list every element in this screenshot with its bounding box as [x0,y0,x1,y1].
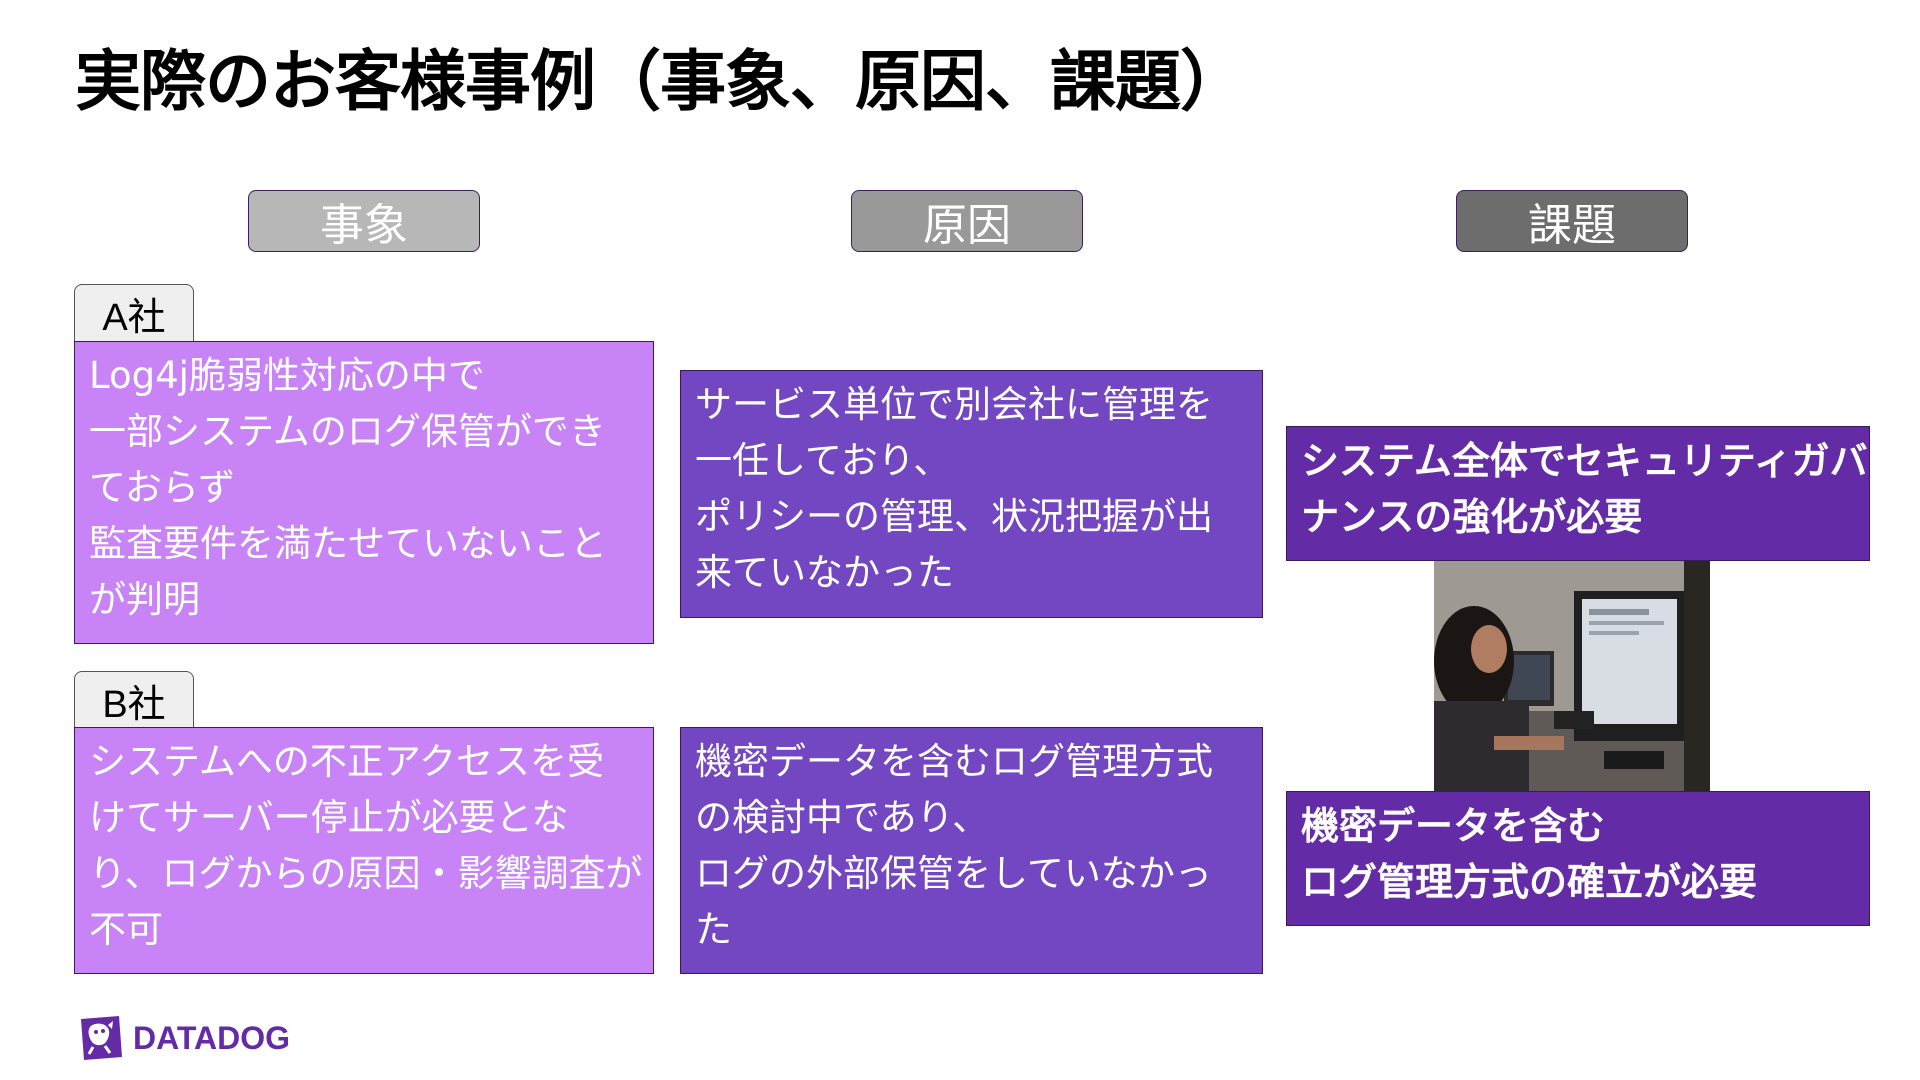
case-b-issue-line: ログ管理方式の確立が必要 [1301,854,1855,910]
case-a-event-line: 監査要件を満たせていないこと [89,516,639,572]
column-header-issue: 課題 [1456,190,1688,252]
case-a-issue-box: システム全体でセキュリティガバ ナンスの強化が必要 [1286,426,1870,561]
case-b-cause-line: た [695,902,1248,958]
datadog-logo-text: DATADOG [133,1020,290,1057]
column-header-event: 事象 [248,190,480,252]
case-a-cause-line: 来ていなかった [695,545,1248,601]
case-b-cause-line: 機密データを含むログ管理方式 [695,734,1248,790]
case-b-event-line: システムへの不正アクセスを受 [89,734,639,790]
office-worker-photo [1434,561,1710,791]
case-b-event-box: システムへの不正アクセスを受 けてサーバー停止が必要とな り、ログからの原因・影… [74,727,654,974]
slide-title: 実際のお客様事例（事象、原因、課題） [75,28,1245,124]
case-a-cause-box: サービス単位で別会社に管理を 一任しており、 ポリシーの管理、状況把握が出 来て… [680,370,1263,618]
case-b-cause-line: の検討中であり、 [695,790,1248,846]
case-a-issue-line: システム全体でセキュリティガバ [1301,433,1855,489]
case-b-cause-box: 機密データを含むログ管理方式 の検討中であり、 ログの外部保管をしていなかっ た [680,727,1263,974]
photo-illustration [1434,561,1710,791]
case-b-issue-box: 機密データを含む ログ管理方式の確立が必要 [1286,791,1870,926]
case-b-event-line: けてサーバー停止が必要とな [89,790,639,846]
case-a-label: A社 [74,284,194,342]
datadog-dog-icon [75,1013,125,1063]
case-b-issue-line: 機密データを含む [1301,798,1855,854]
case-a-issue-line: ナンスの強化が必要 [1301,489,1855,545]
case-a-cause-line: サービス単位で別会社に管理を [695,377,1248,433]
case-a-event-line: Log4j脆弱性対応の中で [89,348,639,404]
case-a-event-line: 一部システムのログ保管ができ [89,404,639,460]
case-a-event-line: ておらず [89,460,639,516]
case-a-event-line: が判明 [89,572,639,628]
case-b-event-line: 不可 [89,902,639,958]
case-a-cause-line: 一任しており、 [695,433,1248,489]
case-a-event-box: Log4j脆弱性対応の中で 一部システムのログ保管ができ ておらず 監査要件を満… [74,341,654,644]
case-b-event-line: り、ログからの原因・影響調査が [89,846,639,902]
column-header-cause: 原因 [851,190,1083,252]
case-b-cause-line: ログの外部保管をしていなかっ [695,846,1248,902]
case-a-cause-line: ポリシーの管理、状況把握が出 [695,489,1248,545]
case-b-label: B社 [74,671,194,729]
datadog-logo: DATADOG [75,1013,290,1063]
